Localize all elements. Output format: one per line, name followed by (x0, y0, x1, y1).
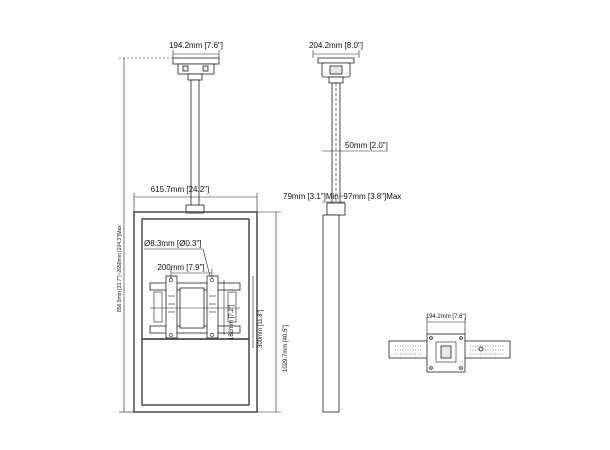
detail-hole-tr (459, 336, 463, 340)
display-panel-inner-bottom (141, 338, 250, 406)
detail-inner-core (440, 345, 452, 359)
display-panel-outer (133, 211, 258, 413)
front-top-width-label: 194.2mm [7.6"] (169, 41, 223, 50)
vesa-slot-left (153, 291, 163, 323)
detail-inner-square (435, 341, 457, 363)
side-pole-joint (326, 202, 346, 216)
vesa-slot-right (227, 291, 237, 323)
detail-hole-tl (429, 336, 433, 340)
side-ceiling-plate (317, 57, 355, 64)
detail-view: 194.2mm [7.6"] (388, 314, 511, 373)
vesa-arm-left (165, 275, 178, 339)
front-ceiling-bolt-right (202, 65, 209, 72)
vesa-vertical-large-label: 300mm [11.8"] (258, 309, 264, 348)
vesa-arm-right (206, 275, 219, 339)
vesa-bracket (149, 275, 241, 339)
front-ceiling-bolt-left (182, 65, 189, 72)
pole-extension-label: 79mm [3.1"]Min~97mm [3.8"]Max (283, 192, 401, 201)
vesa-hole-tl (169, 278, 173, 282)
detail-hole-bl (429, 366, 433, 370)
pole-diameter-label: 50mm [2.0"] (345, 141, 388, 150)
hole-diameter-label: Ø8.3mm [Ø0.3"] (144, 239, 202, 248)
front-pole-collar (187, 73, 203, 81)
detail-hole-br (459, 366, 463, 370)
detail-width-label: 194.2mm [7.6"] (426, 314, 467, 320)
panel-height-label: 1029.7mm [40.5"] (283, 325, 289, 372)
vesa-vertical-small-label: 182mm [7.2"] (229, 304, 235, 340)
panel-width-label: 615.7mm [24.2"] (151, 185, 209, 194)
detail-bolt-right (478, 346, 484, 352)
overall-height-label: 856.5mm [33.7"]~2650mm [104.3"]Max (117, 225, 123, 312)
side-top-width-label: 204.2mm [8.0"] (309, 41, 363, 50)
side-view: 204.2mm [8.0"] 50mm [2.0"] 79mm [3.1"]Mi… (283, 41, 401, 413)
vesa-hole-br (210, 333, 214, 337)
front-view: 194.2mm [7.6"] 856.5mm [33.7"]~2650mm [1… (117, 41, 289, 413)
vesa-hole-bl (169, 333, 173, 337)
hole-diameter-leader-tip (202, 248, 211, 277)
side-ceiling-bolt-box (329, 65, 343, 75)
vesa-horizontal-label: 200mm [7.9"] (157, 263, 204, 272)
front-pole-clamp (185, 204, 205, 214)
side-pole-collar (328, 76, 344, 84)
vesa-hole-tr (210, 278, 214, 282)
front-ceiling-plate (172, 57, 220, 65)
side-display-column (322, 214, 340, 413)
